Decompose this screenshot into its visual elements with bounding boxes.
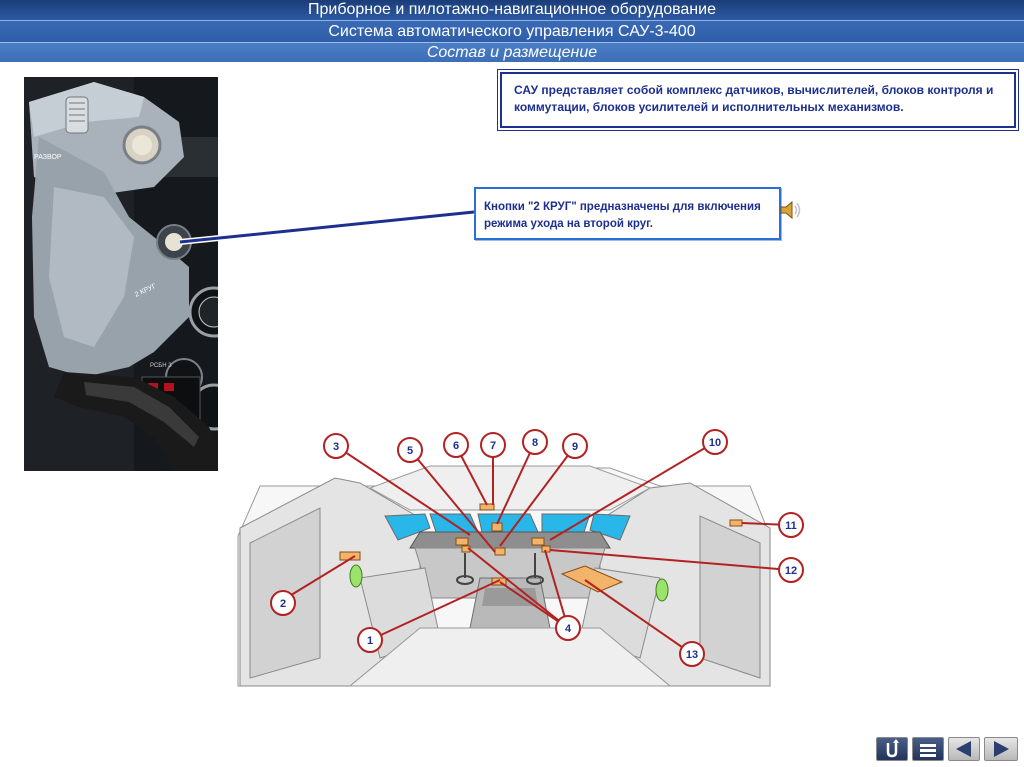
page-subtitle: Система автоматического управления САУ-3… [0, 20, 1024, 42]
info-box-text: САУ представляет собой комплекс датчиков… [514, 82, 1002, 116]
speaker-icon[interactable] [779, 198, 803, 222]
return-button[interactable] [876, 737, 908, 761]
callout-box: Кнопки "2 КРУГ" предназначены для включе… [474, 187, 781, 240]
section-title: Состав и размещение [0, 42, 1024, 62]
previous-button[interactable] [948, 737, 980, 761]
menu-icon [913, 738, 943, 760]
arrow-right-icon [985, 738, 1017, 760]
cabin-diagram [230, 428, 810, 698]
menu-button[interactable] [912, 737, 944, 761]
return-icon [877, 738, 907, 760]
photo-label-razvor: РАЗВОР [34, 154, 62, 161]
photo-label-rsbn: РСБН 3 [150, 363, 172, 369]
next-button[interactable] [984, 737, 1018, 761]
page-title: Приборное и пилотажно-навигационное обор… [0, 0, 1024, 20]
info-box: САУ представляет собой комплекс датчиков… [500, 72, 1016, 128]
yoke-photo: РАЗВОР 2 КРУГ РСБН 3 [24, 77, 218, 471]
arrow-left-icon [949, 738, 979, 760]
callout-text: Кнопки "2 КРУГ" предназначены для включе… [484, 199, 773, 233]
